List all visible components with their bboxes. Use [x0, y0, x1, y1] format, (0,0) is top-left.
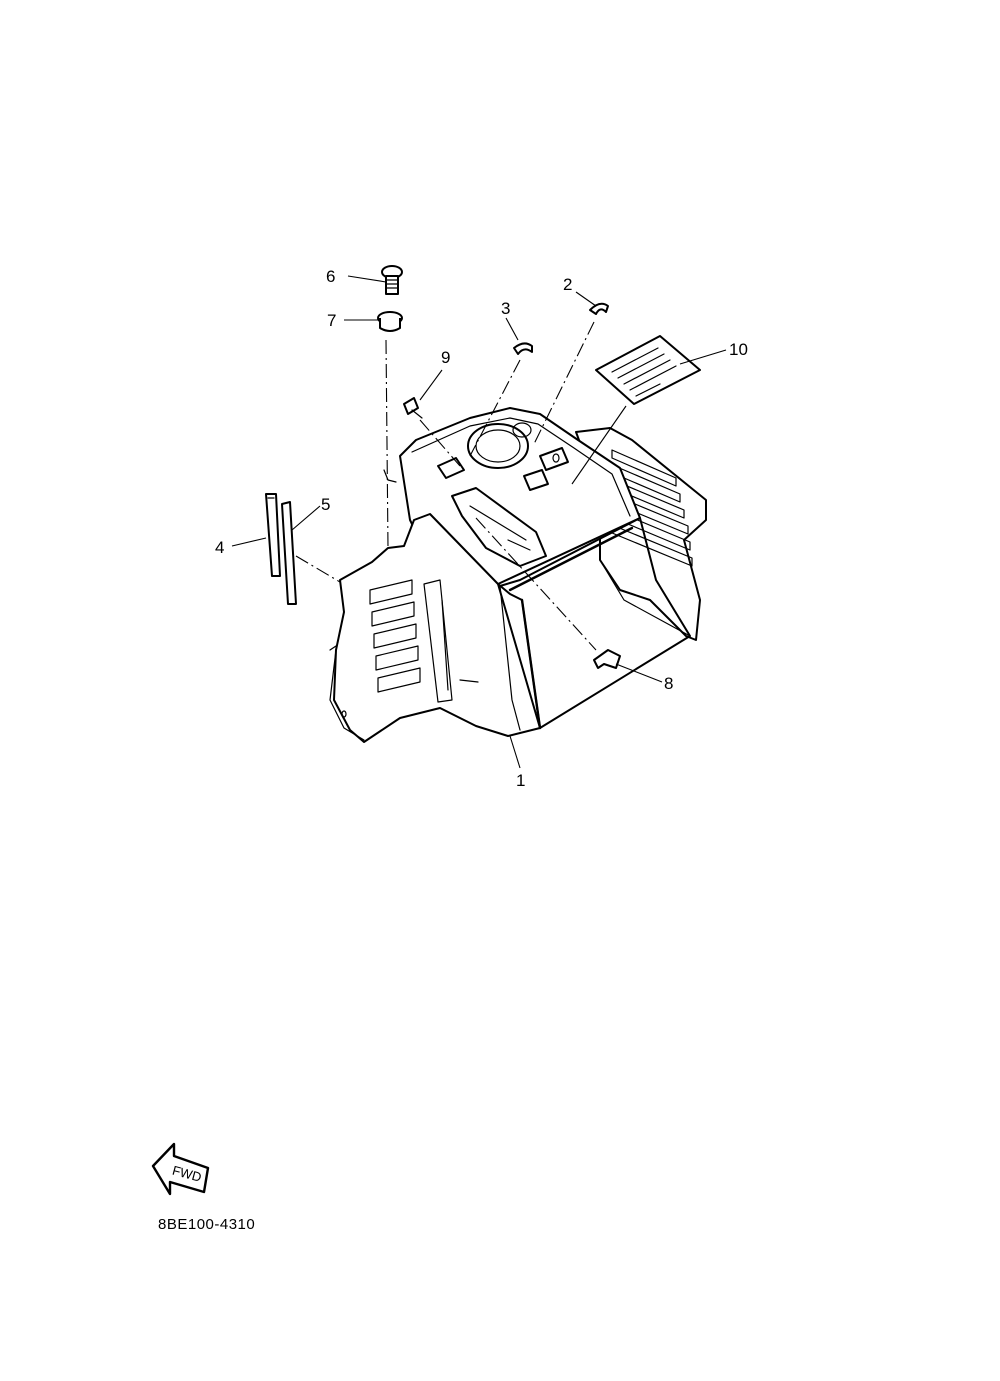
callout-7: 7: [327, 311, 336, 330]
label-part-10: [595, 335, 701, 405]
strip-part-4: [265, 493, 281, 577]
screw-part-6: [381, 265, 403, 295]
callout-6: 6: [326, 267, 335, 286]
front-cover-part: [329, 407, 707, 743]
callouts: 1 2 3 4 5 6 7 8 9 10: [215, 267, 748, 790]
callout-9: 9: [441, 348, 450, 367]
fwd-label: FWD: [171, 1163, 203, 1185]
rivet-part-9: [403, 397, 423, 419]
leader-lines: [231, 275, 727, 769]
callout-5: 5: [321, 495, 330, 514]
strip-part-5: [281, 501, 297, 605]
grommet-part-2: [589, 302, 609, 315]
clip-part-8: [593, 649, 621, 669]
callout-8: 8: [664, 674, 673, 693]
callout-1: 1: [516, 771, 525, 790]
nut-part-7: [377, 311, 403, 332]
grommet-part-3: [513, 342, 533, 355]
callout-4: 4: [215, 538, 224, 557]
callout-3: 3: [501, 299, 510, 318]
callout-10: 10: [729, 340, 748, 359]
reference-code: 8BE100-4310: [158, 1216, 256, 1233]
forward-direction-arrow-icon: FWD: [151, 1142, 210, 1196]
callout-2: 2: [563, 275, 572, 294]
